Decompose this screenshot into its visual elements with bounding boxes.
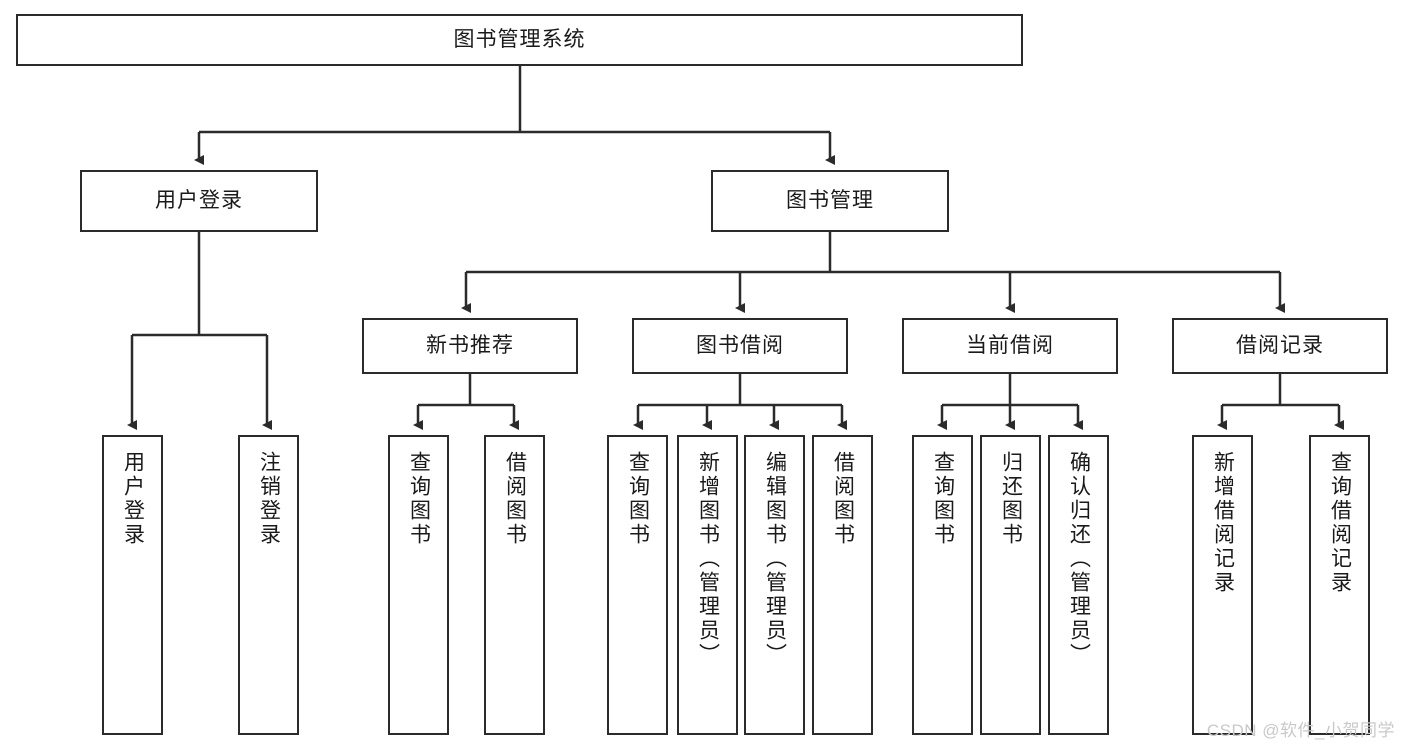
leaf-borrow-record-add-record[interactable]: 新增借阅记录	[1192, 435, 1253, 735]
node-new-book-recommend[interactable]: 新书推荐	[362, 318, 578, 374]
node-label: 当前借阅	[966, 333, 1054, 357]
leaf-current-borrow-confirm-return-admin[interactable]: 确认归还（管理员）	[1048, 435, 1109, 735]
node-borrow-record[interactable]: 借阅记录	[1172, 318, 1388, 374]
leaf-current-borrow-query-book[interactable]: 查询图书	[912, 435, 973, 735]
leaf-book-borrow-borrow-book[interactable]: 借阅图书	[812, 435, 873, 735]
node-label: 查询借阅记录	[1328, 451, 1352, 595]
node-label: 用户登录	[155, 188, 243, 212]
node-label: 借阅记录	[1236, 333, 1324, 357]
leaf-user-login-logout[interactable]: 注销登录	[238, 435, 299, 735]
leaf-current-borrow-return-book[interactable]: 归还图书	[980, 435, 1041, 735]
node-label: 新增借阅记录	[1211, 451, 1235, 595]
node-label: 借阅图书	[503, 451, 527, 547]
leaf-user-login-login[interactable]: 用户登录	[102, 435, 163, 735]
node-book-management[interactable]: 图书管理	[711, 170, 949, 232]
node-label: 归还图书	[999, 451, 1023, 547]
node-label: 注销登录	[257, 451, 281, 547]
node-label: 新增图书（管理员）	[696, 451, 720, 667]
node-label: 新书推荐	[426, 333, 514, 357]
leaf-book-borrow-add-book-admin[interactable]: 新增图书（管理员）	[677, 435, 738, 735]
node-label: 借阅图书	[831, 451, 855, 547]
node-user-login[interactable]: 用户登录	[80, 170, 318, 232]
node-book-borrow[interactable]: 图书借阅	[632, 318, 848, 374]
leaf-book-borrow-query-book[interactable]: 查询图书	[607, 435, 668, 735]
node-label: 确认归还（管理员）	[1067, 451, 1091, 667]
node-label: 图书借阅	[696, 333, 784, 357]
leaf-book-borrow-edit-book-admin[interactable]: 编辑图书（管理员）	[744, 435, 805, 735]
node-label: 图书管理	[786, 188, 874, 212]
node-label: 图书管理系统	[453, 27, 586, 51]
node-label: 编辑图书（管理员）	[763, 451, 787, 667]
node-label: 查询图书	[407, 451, 431, 547]
node-label: 用户登录	[121, 451, 145, 547]
node-root-book-management-system[interactable]: 图书管理系统	[16, 14, 1023, 66]
node-current-borrow[interactable]: 当前借阅	[902, 318, 1118, 374]
leaf-new-book-borrow-book[interactable]: 借阅图书	[484, 435, 545, 735]
leaf-borrow-record-query-record[interactable]: 查询借阅记录	[1309, 435, 1370, 735]
csdn-watermark: CSDN @软件_小贺同学	[1206, 721, 1395, 740]
node-label: 查询图书	[626, 451, 650, 547]
leaf-new-book-query-book[interactable]: 查询图书	[388, 435, 449, 735]
node-label: 查询图书	[931, 451, 955, 547]
